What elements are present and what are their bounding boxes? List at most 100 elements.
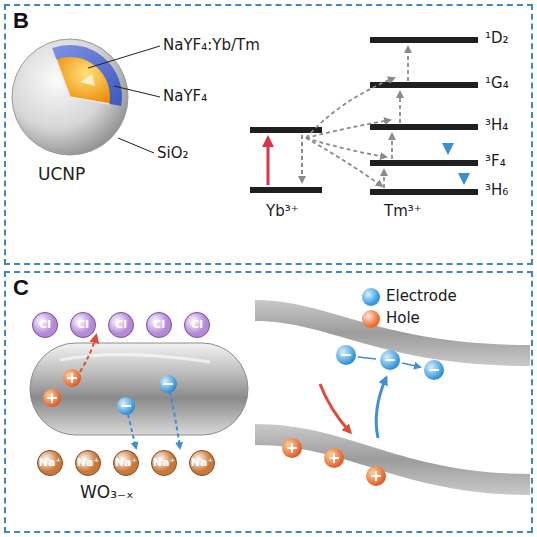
upconversion-arrow [391, 134, 393, 159]
hole [282, 438, 302, 458]
sodium-ion: Na⁺ [151, 450, 177, 476]
drift-arrow [358, 357, 420, 367]
tm-level [370, 189, 478, 195]
transfer-arrow [306, 138, 386, 157]
layer-label: NaYF₄:Yb/Tm [163, 37, 260, 54]
plus-sign [371, 471, 381, 481]
sodium-ion: Na⁺ [189, 450, 215, 476]
band-electrons [336, 345, 444, 380]
transfer-arrow [306, 78, 394, 138]
valence-band [255, 424, 530, 495]
level-label: ³H₆ [485, 182, 508, 199]
plus-sign [287, 443, 297, 453]
energy-levels [250, 37, 478, 195]
band-holes [282, 438, 386, 486]
legend-swatch [362, 310, 380, 328]
minus-sign [341, 354, 351, 356]
node-label: WO₃₋ₓ [80, 483, 134, 502]
electron [380, 350, 400, 370]
panel-box: B UCNP [4, 4, 533, 265]
legend-swatch [362, 288, 380, 306]
leader-line [114, 86, 160, 97]
chloride-ion: Cl [146, 312, 172, 338]
plus-sign [329, 453, 339, 463]
level-label: ¹D₂ [485, 30, 509, 47]
ion-symbol: Cl [39, 319, 51, 331]
nayf4-shell [52, 45, 122, 106]
plus-sign [47, 393, 57, 403]
legend-text: Hole [386, 310, 420, 327]
electron-migration-arrow [170, 392, 180, 448]
ion-symbol: Cl [191, 319, 203, 331]
chloride-ion: Cl [184, 312, 210, 338]
panel-box: CWO₃₋ₓClClClClClNa⁺Na⁺Na⁺Na⁺Na⁺ [4, 271, 533, 533]
minus-sign [385, 359, 395, 361]
electron [159, 375, 177, 393]
ion-label: Tm³⁺ [384, 203, 422, 220]
legend-text: Electrode [386, 288, 457, 305]
panel-letter: B [13, 9, 29, 33]
ion-symbol: Na⁺ [153, 457, 175, 469]
cut-edge [70, 97, 109, 104]
leader-line [88, 46, 160, 68]
ucnp-sphere [12, 39, 128, 155]
silica-shell [12, 39, 128, 155]
upconversion-arrow [383, 170, 385, 188]
electron [424, 360, 444, 380]
chloride-ion: Cl [32, 312, 58, 338]
ion-symbol: Na⁺ [191, 457, 213, 469]
energy-transfer-arrows [306, 47, 408, 188]
hole [63, 369, 81, 387]
level-label: ³H₄ [485, 117, 508, 134]
layer-label: SiO₂ [157, 145, 189, 162]
level-label: ³F₄ [485, 153, 506, 170]
plus-sign [67, 373, 77, 383]
leader-line [118, 138, 154, 153]
relaxation-arrow [301, 135, 303, 182]
excitation-arrow [376, 378, 386, 438]
rod-holes [43, 369, 81, 407]
ion-symbol: Cl [115, 319, 127, 331]
transfer-arrow [306, 120, 390, 138]
electron [336, 345, 356, 365]
nanorod-box: WO₃₋ₓ [30, 343, 248, 435]
recombination-arrow [320, 384, 350, 432]
leader-lines [88, 46, 160, 153]
minus-sign [121, 405, 131, 407]
electron [117, 397, 135, 415]
wo3-nanorod [30, 343, 248, 435]
ion-symbol: Cl [153, 319, 165, 331]
hole [324, 448, 344, 468]
chloride-ion: Cl [70, 312, 96, 338]
hole [366, 466, 386, 486]
emission-arrow [462, 89, 467, 182]
electron-migration-arrow [128, 414, 136, 448]
hole-migration-arrow [80, 336, 96, 372]
level-label: ¹G₄ [485, 75, 509, 92]
sodium-ion: Na⁺ [37, 450, 63, 476]
ucnp-particle: UCNP [12, 39, 128, 155]
tm-level [370, 37, 478, 43]
upconversion-arrow [399, 92, 401, 123]
cut-edge [56, 59, 70, 97]
minus-sign [429, 369, 439, 371]
panel-letter: C [13, 276, 29, 300]
node-label: UCNP [38, 165, 85, 184]
sodium-ion: Na⁺ [113, 450, 139, 476]
ion-symbol: Na⁺ [39, 457, 61, 469]
ion-symbol: Na⁺ [115, 457, 137, 469]
rod-highlight [60, 354, 210, 362]
yb-ground-level [250, 187, 322, 193]
layer-label: NaYF₄ [163, 88, 207, 105]
tm-level [370, 82, 478, 88]
excitation-arrow [267, 138, 270, 185]
transfer-arrow [306, 138, 382, 186]
rod-electrons [117, 375, 177, 415]
ion-symbol: Cl [77, 319, 89, 331]
ion-label: Yb³⁺ [266, 203, 299, 220]
highlight [80, 74, 95, 86]
